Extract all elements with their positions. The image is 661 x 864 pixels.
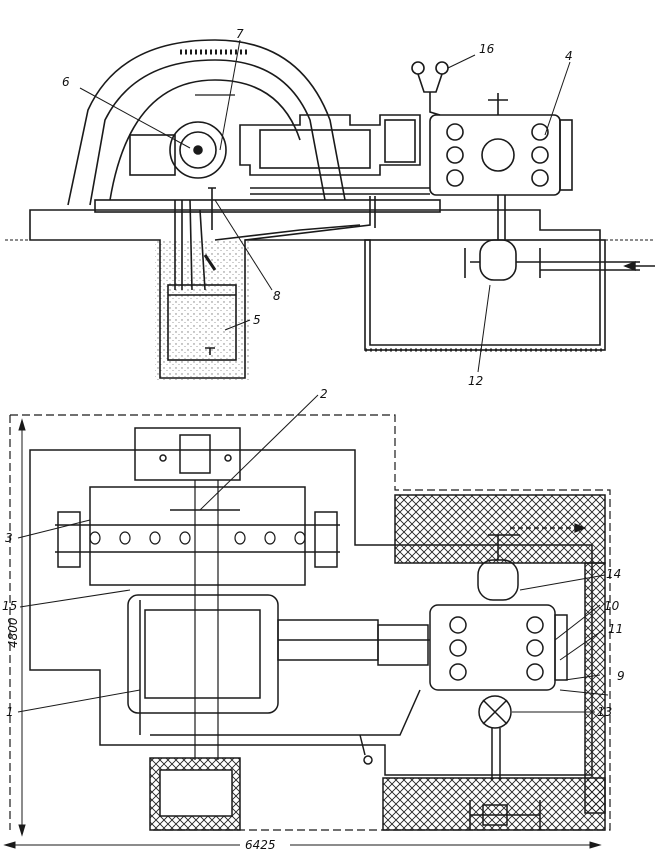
oil-tank (167, 284, 237, 361)
crankcase (127, 594, 279, 714)
label-4: 4 (565, 49, 573, 63)
dimension-height: 4800 (6, 617, 20, 648)
hatched-foundation-block (394, 494, 606, 564)
plan-view (9, 414, 611, 831)
part-labels: 6 7 16 4 5 8 12 2 3 15 1 14 10 11 9 13 (2, 27, 625, 719)
label-15: 15 (2, 599, 17, 613)
dimension-width: 6425 (245, 838, 276, 852)
label-12: 12 (468, 374, 483, 388)
label-5: 5 (253, 313, 261, 327)
label-2: 2 (320, 387, 328, 401)
leader-lines-bottom (17, 394, 609, 713)
label-3: 3 (5, 531, 13, 545)
pressure-gauge-icon (411, 61, 425, 75)
label-11: 11 (608, 622, 623, 636)
label-6: 6 (62, 75, 70, 89)
label-10: 10 (604, 599, 620, 613)
label-8: 8 (273, 289, 281, 303)
discharge-arrow-icon (510, 523, 587, 533)
flow-arrow-icon (623, 260, 655, 272)
label-13: 13 (597, 705, 612, 719)
label-7: 7 (236, 27, 244, 41)
flywheel-outer (67, 39, 346, 206)
plan-foundation (29, 449, 593, 776)
discharge-valve (477, 559, 519, 601)
crank-disc (169, 121, 227, 179)
crosshead-guide (239, 114, 421, 176)
label-1: 1 (6, 705, 14, 719)
valve-stem (488, 93, 508, 115)
base-frame (94, 199, 441, 213)
dimension-lines (3, 418, 602, 849)
label-14: 14 (606, 567, 621, 581)
suction-valve (479, 239, 517, 281)
label-16: 16 (479, 42, 495, 56)
pressure-gauge-icon (435, 61, 449, 75)
leader-lines-top (79, 39, 571, 373)
label-9: 9 (617, 669, 625, 683)
elevation-view (5, 39, 655, 380)
suction-valve-plan (478, 695, 512, 729)
motor-bearing (134, 427, 241, 481)
foundation (29, 209, 601, 379)
flywheel-plan (89, 486, 306, 586)
